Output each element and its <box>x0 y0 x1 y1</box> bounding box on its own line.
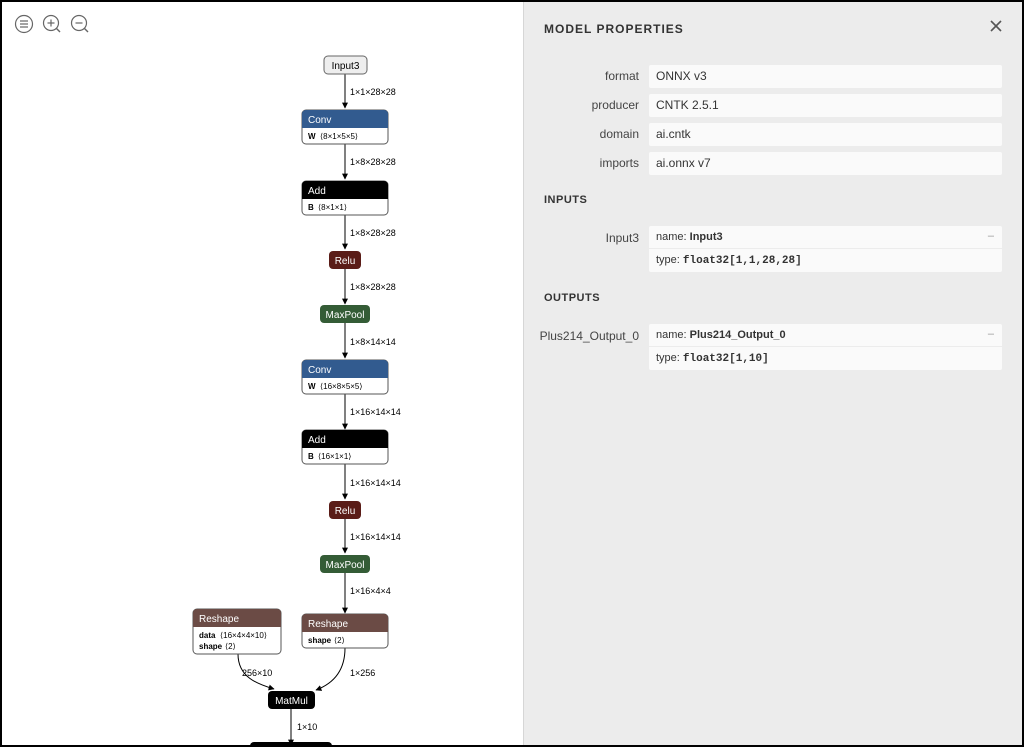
graph-canvas[interactable]: 1×1×28×28 1×8×28×28 1×8×28×28 1×8×28×28 … <box>2 2 523 745</box>
edge-label-7: 1×16×14×14 <box>350 478 401 488</box>
node-input3[interactable]: Input3 <box>323 55 368 75</box>
edge-label-3: 1×8×28×28 <box>350 228 396 238</box>
svg-text:Relu: Relu <box>335 506 356 517</box>
svg-text:shape: shape <box>308 636 332 645</box>
node-reshape-left[interactable]: Reshape data ⟨16×4×4×10⟩ shape ⟨2⟩ <box>192 608 282 655</box>
svg-text:shape: shape <box>199 642 223 651</box>
producer-label: producer <box>591 98 639 112</box>
output-details[interactable]: – name: Plus214_Output_0 type: float32[1… <box>649 324 1002 370</box>
node-add-2[interactable]: Add B ⟨16×1×1⟩ <box>301 429 389 465</box>
output-name: Plus214_Output_0 <box>689 329 786 341</box>
panel-title: MODEL PROPERTIES <box>544 22 684 36</box>
imports-value: ai.onnx v7 <box>649 152 1002 175</box>
edge-label-10: 256×10 <box>242 668 272 678</box>
menu-icon[interactable] <box>14 14 34 34</box>
format-value: ONNX v3 <box>649 65 1002 88</box>
input-name: Input3 <box>689 231 723 243</box>
node-add-1[interactable]: Add B ⟨8×1×1⟩ <box>301 180 389 216</box>
svg-text:W: W <box>308 132 316 141</box>
node-maxpool-1[interactable]: MaxPool <box>320 305 370 323</box>
node-conv-1[interactable]: Conv W ⟨8×1×5×5⟩ <box>301 109 389 145</box>
node-next-partial[interactable] <box>250 742 332 745</box>
svg-text:Reshape: Reshape <box>308 619 348 630</box>
output-label: Plus214_Output_0 <box>539 329 639 343</box>
svg-text:W: W <box>308 382 316 391</box>
producer-value: CNTK 2.5.1 <box>649 94 1002 117</box>
edge-label-11: 1×256 <box>350 668 375 678</box>
svg-text:B: B <box>308 203 314 212</box>
svg-text:Add: Add <box>308 186 326 197</box>
svg-text:⟨8×1×1⟩: ⟨8×1×1⟩ <box>318 203 347 212</box>
input-type-line: type: float32[1,1,28,28] <box>649 248 1002 271</box>
output-name-line: name: Plus214_Output_0 <box>656 329 786 341</box>
input-details[interactable]: – name: Input3 type: float32[1,1,28,28] <box>649 226 1002 272</box>
svg-text:Conv: Conv <box>308 365 331 376</box>
svg-text:data: data <box>199 631 216 640</box>
svg-text:Input3: Input3 <box>332 61 360 72</box>
svg-text:⟨16×8×5×5⟩: ⟨16×8×5×5⟩ <box>320 382 363 391</box>
svg-text:Reshape: Reshape <box>199 614 239 625</box>
svg-text:Conv: Conv <box>308 115 331 126</box>
input-name-line: name: Input3 <box>656 231 723 243</box>
output-type: float32[1,10] <box>682 353 769 365</box>
domain-label: domain <box>599 127 639 141</box>
svg-text:B: B <box>308 452 314 461</box>
node-relu-2[interactable]: Relu <box>329 501 361 519</box>
node-maxpool-2[interactable]: MaxPool <box>320 555 370 573</box>
svg-text:MatMul: MatMul <box>275 696 308 707</box>
edge-10 <box>237 653 275 691</box>
node-relu-1[interactable]: Relu <box>329 251 361 269</box>
edge-label-6: 1×16×14×14 <box>350 407 401 417</box>
input-collapse-toggle[interactable]: – <box>987 230 994 242</box>
edge-label-12: 1×10 <box>297 722 317 732</box>
graph-svg: 1×1×28×28 1×8×28×28 1×8×28×28 1×8×28×28 … <box>192 55 401 745</box>
edge-11 <box>315 647 346 691</box>
edge-label-9: 1×16×4×4 <box>350 586 391 596</box>
format-label: format <box>604 69 639 83</box>
edge-label-2: 1×8×28×28 <box>350 157 396 167</box>
edge-label-8: 1×16×14×14 <box>350 532 401 542</box>
svg-text:⟨8×1×5×5⟩: ⟨8×1×5×5⟩ <box>320 132 358 141</box>
node-matmul[interactable]: MatMul <box>268 691 315 709</box>
imports-label: imports <box>599 156 639 170</box>
svg-text:⟨16×4×4×10⟩: ⟨16×4×4×10⟩ <box>220 631 267 640</box>
node-conv-2[interactable]: Conv W ⟨16×8×5×5⟩ <box>301 359 389 395</box>
input-label: Input3 <box>605 231 639 245</box>
svg-text:⟨2⟩: ⟨2⟩ <box>225 642 236 651</box>
output-type-line: type: float32[1,10] <box>649 346 1002 369</box>
close-icon[interactable] <box>988 18 1004 34</box>
svg-text:⟨16×1×1⟩: ⟨16×1×1⟩ <box>318 452 351 461</box>
edge-label-1: 1×1×28×28 <box>350 87 396 97</box>
svg-text:⟨2⟩: ⟨2⟩ <box>334 636 345 645</box>
svg-text:MaxPool: MaxPool <box>326 560 365 571</box>
edge-label-5: 1×8×14×14 <box>350 337 396 347</box>
input-type: float32[1,1,28,28] <box>682 255 802 267</box>
model-properties-panel: MODEL PROPERTIES format ONNX v3 producer… <box>523 2 1022 745</box>
svg-text:Add: Add <box>308 435 326 446</box>
inputs-heading: INPUTS <box>544 194 588 206</box>
svg-text:MaxPool: MaxPool <box>326 310 365 321</box>
svg-text:Relu: Relu <box>335 256 356 267</box>
outputs-heading: OUTPUTS <box>544 292 601 304</box>
node-reshape-right[interactable]: Reshape shape ⟨2⟩ <box>301 613 389 649</box>
edge-label-4: 1×8×28×28 <box>350 282 396 292</box>
output-collapse-toggle[interactable]: – <box>987 328 994 340</box>
zoom-in-icon[interactable] <box>42 14 62 34</box>
domain-value: ai.cntk <box>649 123 1002 146</box>
zoom-out-icon[interactable] <box>70 14 90 34</box>
